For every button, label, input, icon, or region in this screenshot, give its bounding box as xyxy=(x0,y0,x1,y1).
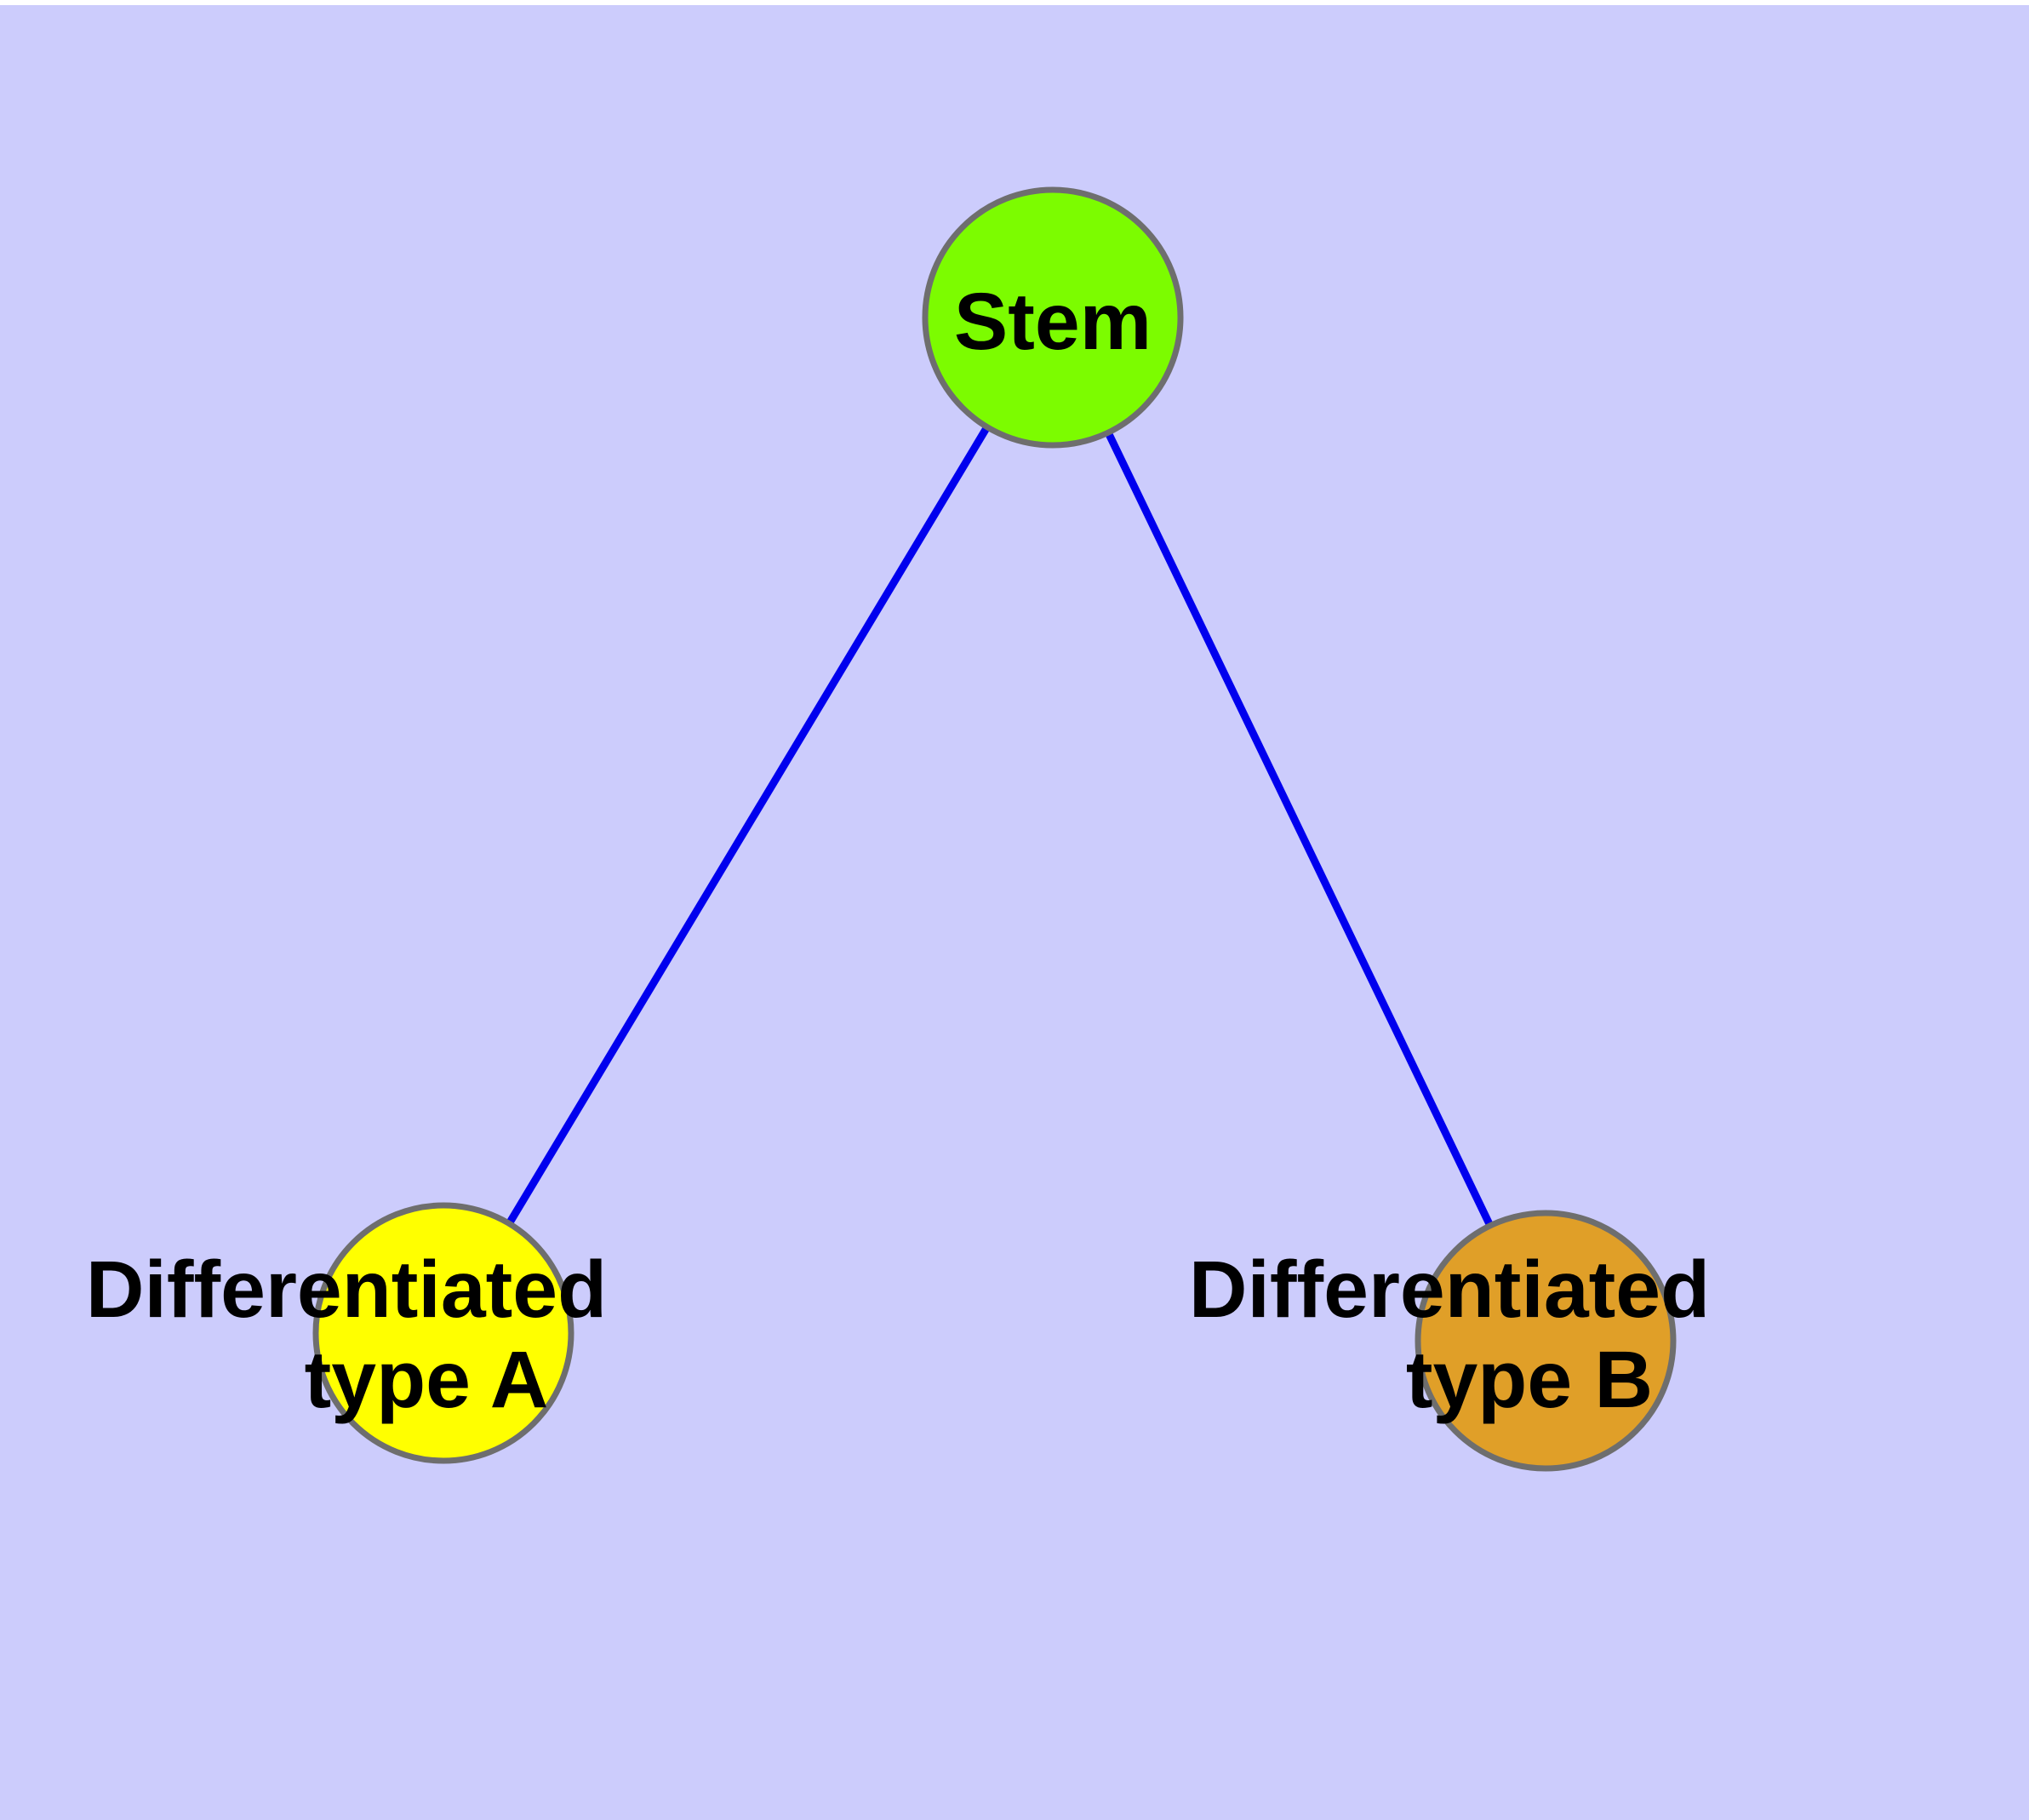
graph-plot-area: Stem Differentiated type A Differentiate… xyxy=(0,5,2029,1820)
edge-layer xyxy=(440,315,1550,1342)
label-layer: Stem Differentiated type A Differentiate… xyxy=(86,277,1710,1425)
node-layer xyxy=(312,186,1677,1472)
node-label-differentiated-type-b-line2: type B xyxy=(1406,1335,1653,1425)
graph-svg: Stem Differentiated type A Differentiate… xyxy=(86,186,1710,1472)
node-differentiated-type-b[interactable] xyxy=(1415,1210,1677,1472)
node-label-stem: Stem xyxy=(954,277,1152,367)
node-label-differentiated-type-b-line1: Differentiated xyxy=(1189,1245,1710,1335)
node-stem[interactable] xyxy=(922,186,1184,449)
node-label-differentiated-type-a-line2: type A xyxy=(305,1335,549,1425)
edge-stem-to-differentiated-type-b[interactable] xyxy=(1049,316,1550,1342)
node-differentiated-type-a[interactable] xyxy=(312,1202,574,1464)
edge-stem-to-differentiated-type-a[interactable] xyxy=(440,315,1056,1336)
node-label-differentiated-type-a-line1: Differentiated xyxy=(86,1245,607,1335)
